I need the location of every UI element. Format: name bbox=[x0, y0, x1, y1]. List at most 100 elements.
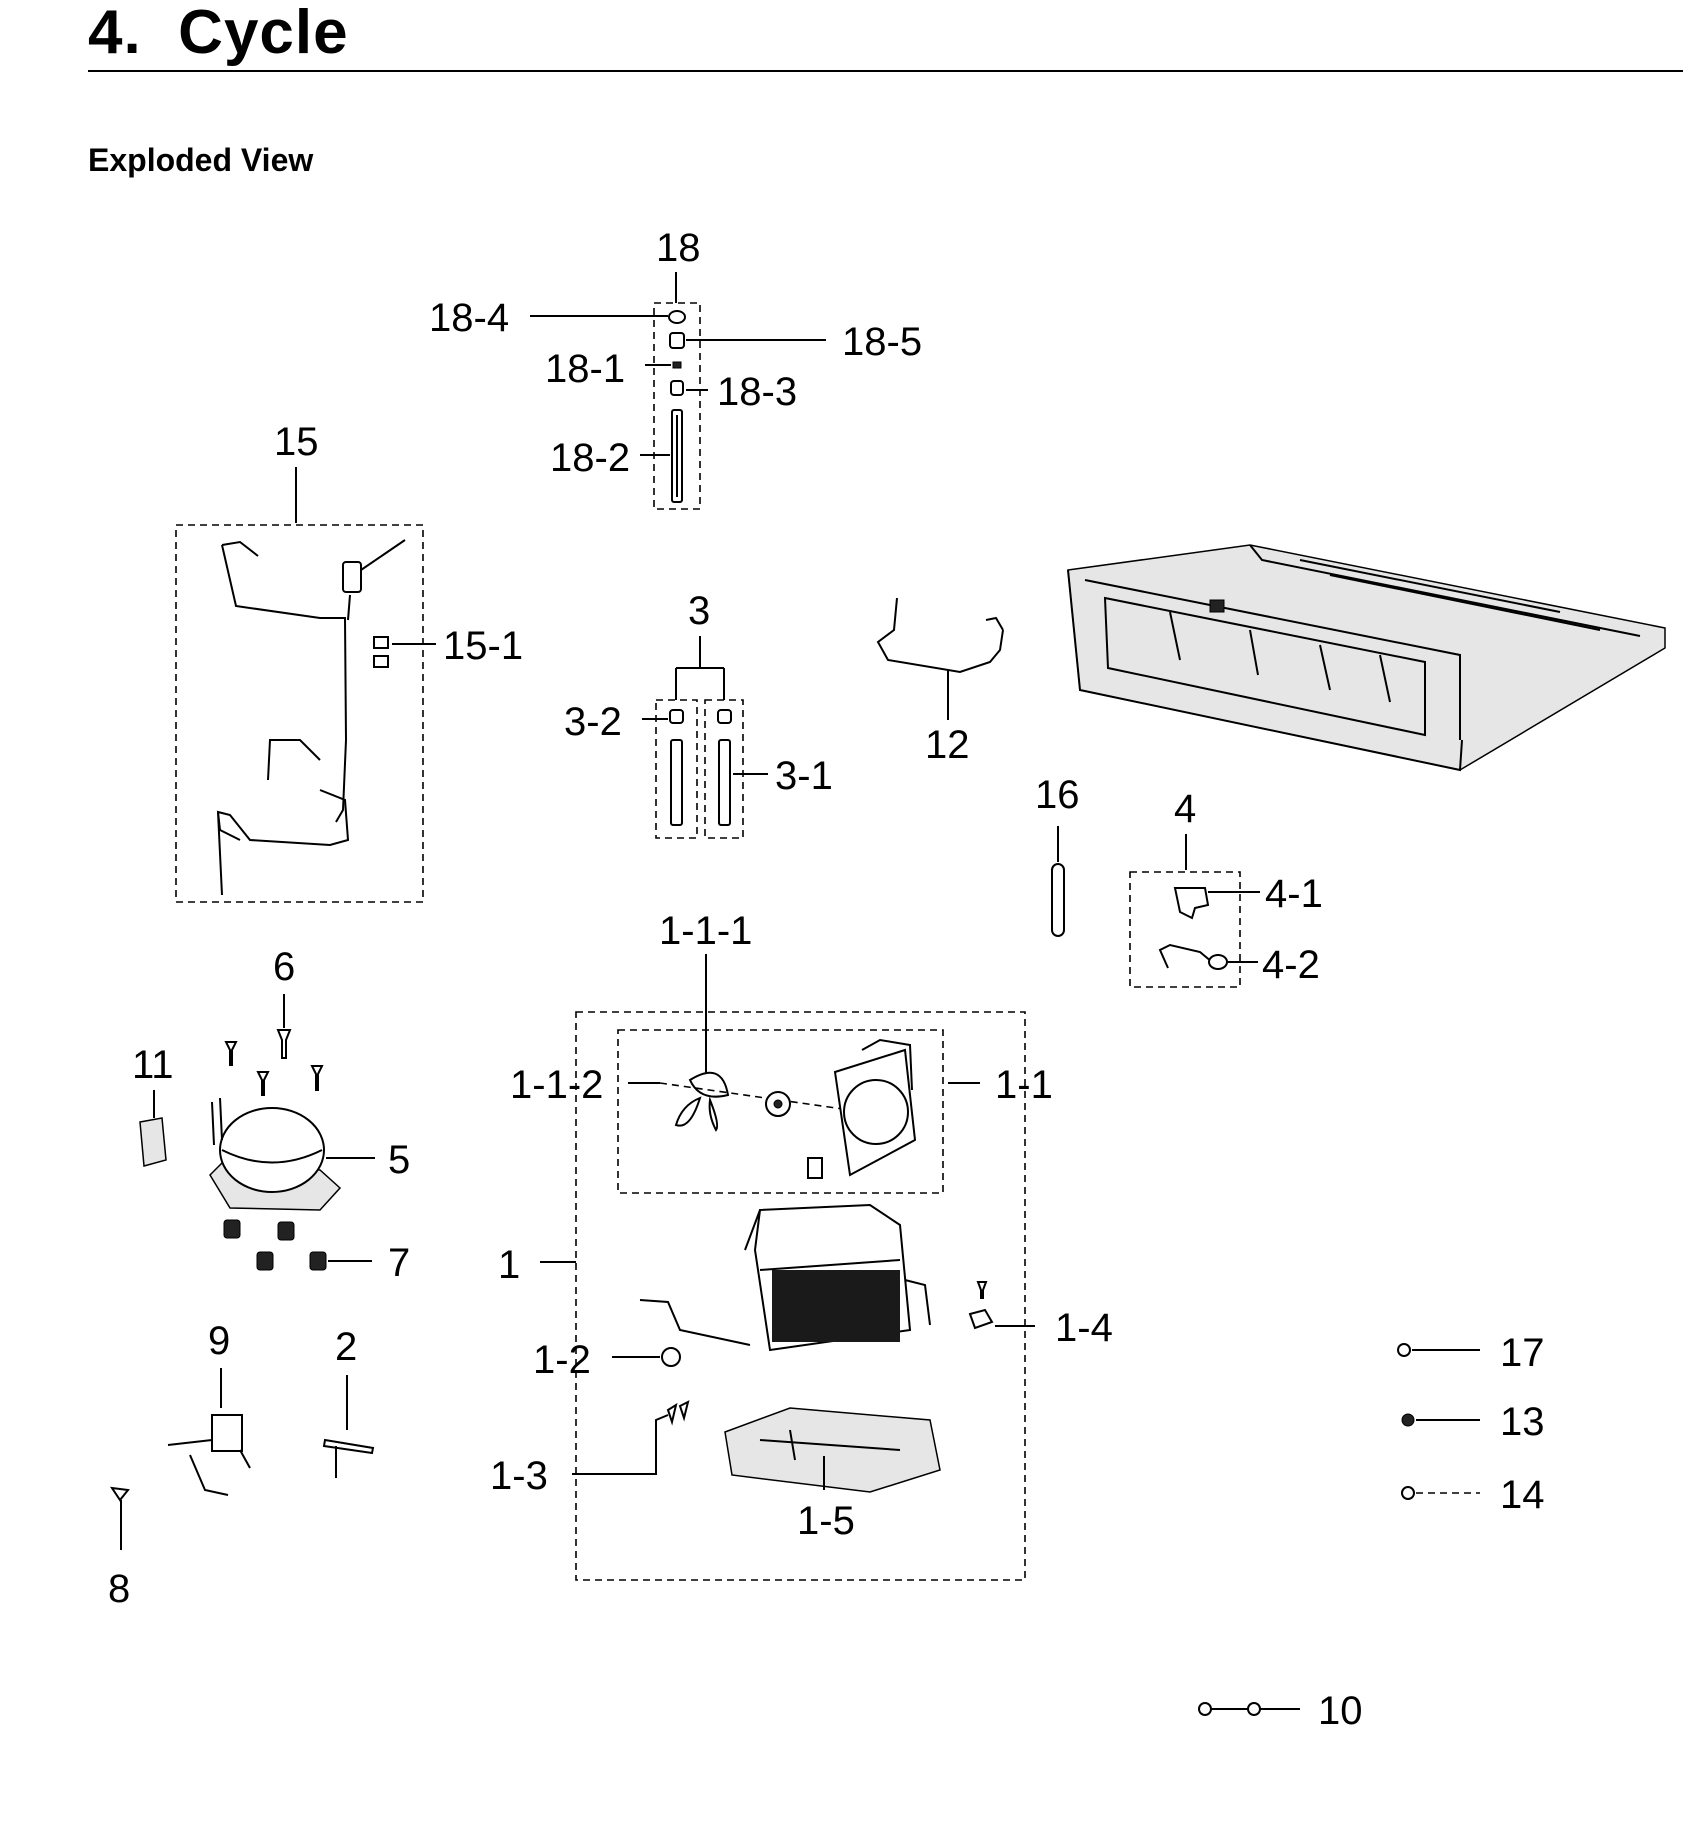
part-1-1-fan-shroud bbox=[833, 1048, 917, 1177]
part-9-wires bbox=[167, 1439, 251, 1496]
part-10-shape-b bbox=[1247, 1702, 1261, 1716]
grommet-b bbox=[277, 1221, 295, 1241]
part-1-1-1-blade-c bbox=[708, 1096, 719, 1132]
part-15-1-shape-b bbox=[373, 655, 389, 668]
part-2-bar bbox=[322, 1438, 375, 1455]
callout-1-1-1: 1-1-1 bbox=[659, 909, 752, 953]
part-6-bolt bbox=[276, 1029, 292, 1059]
callout-1: 1 bbox=[498, 1243, 520, 1287]
callout-9: 9 bbox=[208, 1319, 230, 1363]
part-15-pipe-main bbox=[221, 544, 348, 823]
callout-1-1: 1-1 bbox=[995, 1063, 1053, 1107]
chassis-front-edge bbox=[1067, 569, 1463, 772]
part-12: 12 bbox=[876, 597, 1004, 767]
group-box-1-1 bbox=[617, 1029, 944, 1194]
callout-1-5: 1-5 bbox=[797, 1499, 855, 1543]
callout-1-3: 1-3 bbox=[490, 1454, 548, 1498]
part-1-5-base-tray bbox=[724, 1407, 941, 1493]
compressor-group: 6 11 5 7 bbox=[132, 945, 410, 1285]
callout-15: 15 bbox=[274, 420, 319, 464]
callout-18-3: 18-3 bbox=[717, 370, 797, 414]
part-8-shape bbox=[109, 1486, 130, 1502]
subsection-heading: Exploded View bbox=[88, 142, 314, 178]
part-18-4-shape bbox=[668, 310, 686, 324]
callout-12: 12 bbox=[925, 723, 970, 767]
part-group-4: 4 4-1 4-2 bbox=[1129, 787, 1323, 988]
callout-10: 10 bbox=[1318, 1689, 1363, 1733]
grommet-a bbox=[223, 1219, 241, 1239]
page-title: 4. Cycle bbox=[88, 2, 349, 64]
part-1-5-detail bbox=[759, 1429, 901, 1461]
part-10: 10 bbox=[1198, 1689, 1363, 1733]
part-1-1-1-blade-a bbox=[688, 1071, 730, 1098]
part-4-2-shape bbox=[1208, 954, 1228, 970]
callout-3: 3 bbox=[688, 589, 710, 633]
part-13: 13 bbox=[1401, 1400, 1545, 1444]
callout-4-1: 4-1 bbox=[1265, 872, 1323, 916]
part-15-pipe-tail bbox=[217, 811, 223, 896]
callout-18-2: 18-2 bbox=[550, 436, 630, 480]
title-rule bbox=[88, 70, 1683, 72]
base-chassis bbox=[1067, 544, 1666, 772]
chassis-back-rail bbox=[1249, 544, 1641, 637]
part-5-tubes bbox=[211, 1097, 223, 1146]
part-1-1-1-blade-b bbox=[674, 1096, 702, 1127]
part-5-compressor bbox=[219, 1107, 325, 1193]
axis-1-1 bbox=[659, 1082, 851, 1111]
part-13-shape bbox=[1401, 1413, 1415, 1427]
condenser-pipe bbox=[639, 1299, 751, 1346]
grommet-c bbox=[256, 1251, 274, 1271]
part-3-2-body bbox=[670, 739, 683, 826]
callout-16: 16 bbox=[1035, 773, 1080, 817]
chassis-body bbox=[1067, 544, 1666, 771]
part-group-9: 9 bbox=[167, 1319, 251, 1496]
callout-15-1: 15-1 bbox=[443, 624, 523, 668]
bolt-c bbox=[310, 1065, 324, 1091]
part-15-pipe-loop bbox=[267, 739, 321, 781]
chassis-rails bbox=[1299, 559, 1601, 631]
part-1-1-hub-center bbox=[773, 1099, 783, 1109]
callout-18: 18 bbox=[656, 226, 701, 270]
callout-8: 8 bbox=[108, 1567, 130, 1611]
callout-6: 6 bbox=[273, 945, 295, 989]
group-box-18 bbox=[653, 302, 701, 510]
part-14: 14 bbox=[1401, 1473, 1545, 1517]
callout-18-5: 18-5 bbox=[842, 320, 922, 364]
group-box-3-2 bbox=[655, 699, 698, 839]
callout-14: 14 bbox=[1500, 1473, 1545, 1517]
chassis-bracket bbox=[1209, 599, 1225, 613]
callout-2: 2 bbox=[335, 1325, 357, 1369]
part-1-1-tab bbox=[807, 1157, 823, 1179]
part-1-4-shape bbox=[968, 1308, 994, 1330]
part-16-shape bbox=[1051, 863, 1065, 937]
part-15-pipe-top bbox=[221, 540, 259, 557]
section-title: Cycle bbox=[178, 0, 349, 67]
condenser-pipe-right bbox=[904, 1279, 931, 1326]
part-group-15: 15 15-1 bbox=[175, 420, 523, 903]
part-15-pipe-bottom bbox=[216, 789, 350, 847]
part-2: 2 bbox=[322, 1325, 375, 1478]
part-group-1: 1-1-1 1-1-2 1-1 1 1-2 1-3 1- bbox=[490, 909, 1113, 1581]
callout-17: 17 bbox=[1500, 1331, 1545, 1375]
part-17: 17 bbox=[1397, 1331, 1545, 1375]
part-group-3: 3 3-2 3-1 bbox=[564, 589, 833, 839]
bolt-b bbox=[256, 1071, 270, 1096]
part-11-shape bbox=[139, 1117, 167, 1167]
part-18-1-shape bbox=[672, 361, 682, 369]
callout-4: 4 bbox=[1174, 787, 1196, 831]
part-1-1-fan-ring bbox=[843, 1079, 909, 1145]
part-12-end bbox=[985, 616, 1004, 631]
part-12-shape bbox=[876, 597, 1004, 674]
part-15-pipe-out bbox=[360, 539, 406, 571]
part-1-4-screw bbox=[976, 1281, 988, 1299]
callout-11: 11 bbox=[132, 1043, 174, 1087]
part-3-1-body bbox=[718, 739, 731, 826]
part-7-shape bbox=[309, 1251, 327, 1271]
callout-1-4: 1-4 bbox=[1055, 1306, 1113, 1350]
part-15-dryer bbox=[342, 561, 362, 593]
part-17-shape bbox=[1397, 1343, 1411, 1357]
condenser-coil bbox=[772, 1270, 900, 1342]
part-4-1-shape bbox=[1173, 887, 1210, 920]
callout-5: 5 bbox=[388, 1138, 410, 1182]
